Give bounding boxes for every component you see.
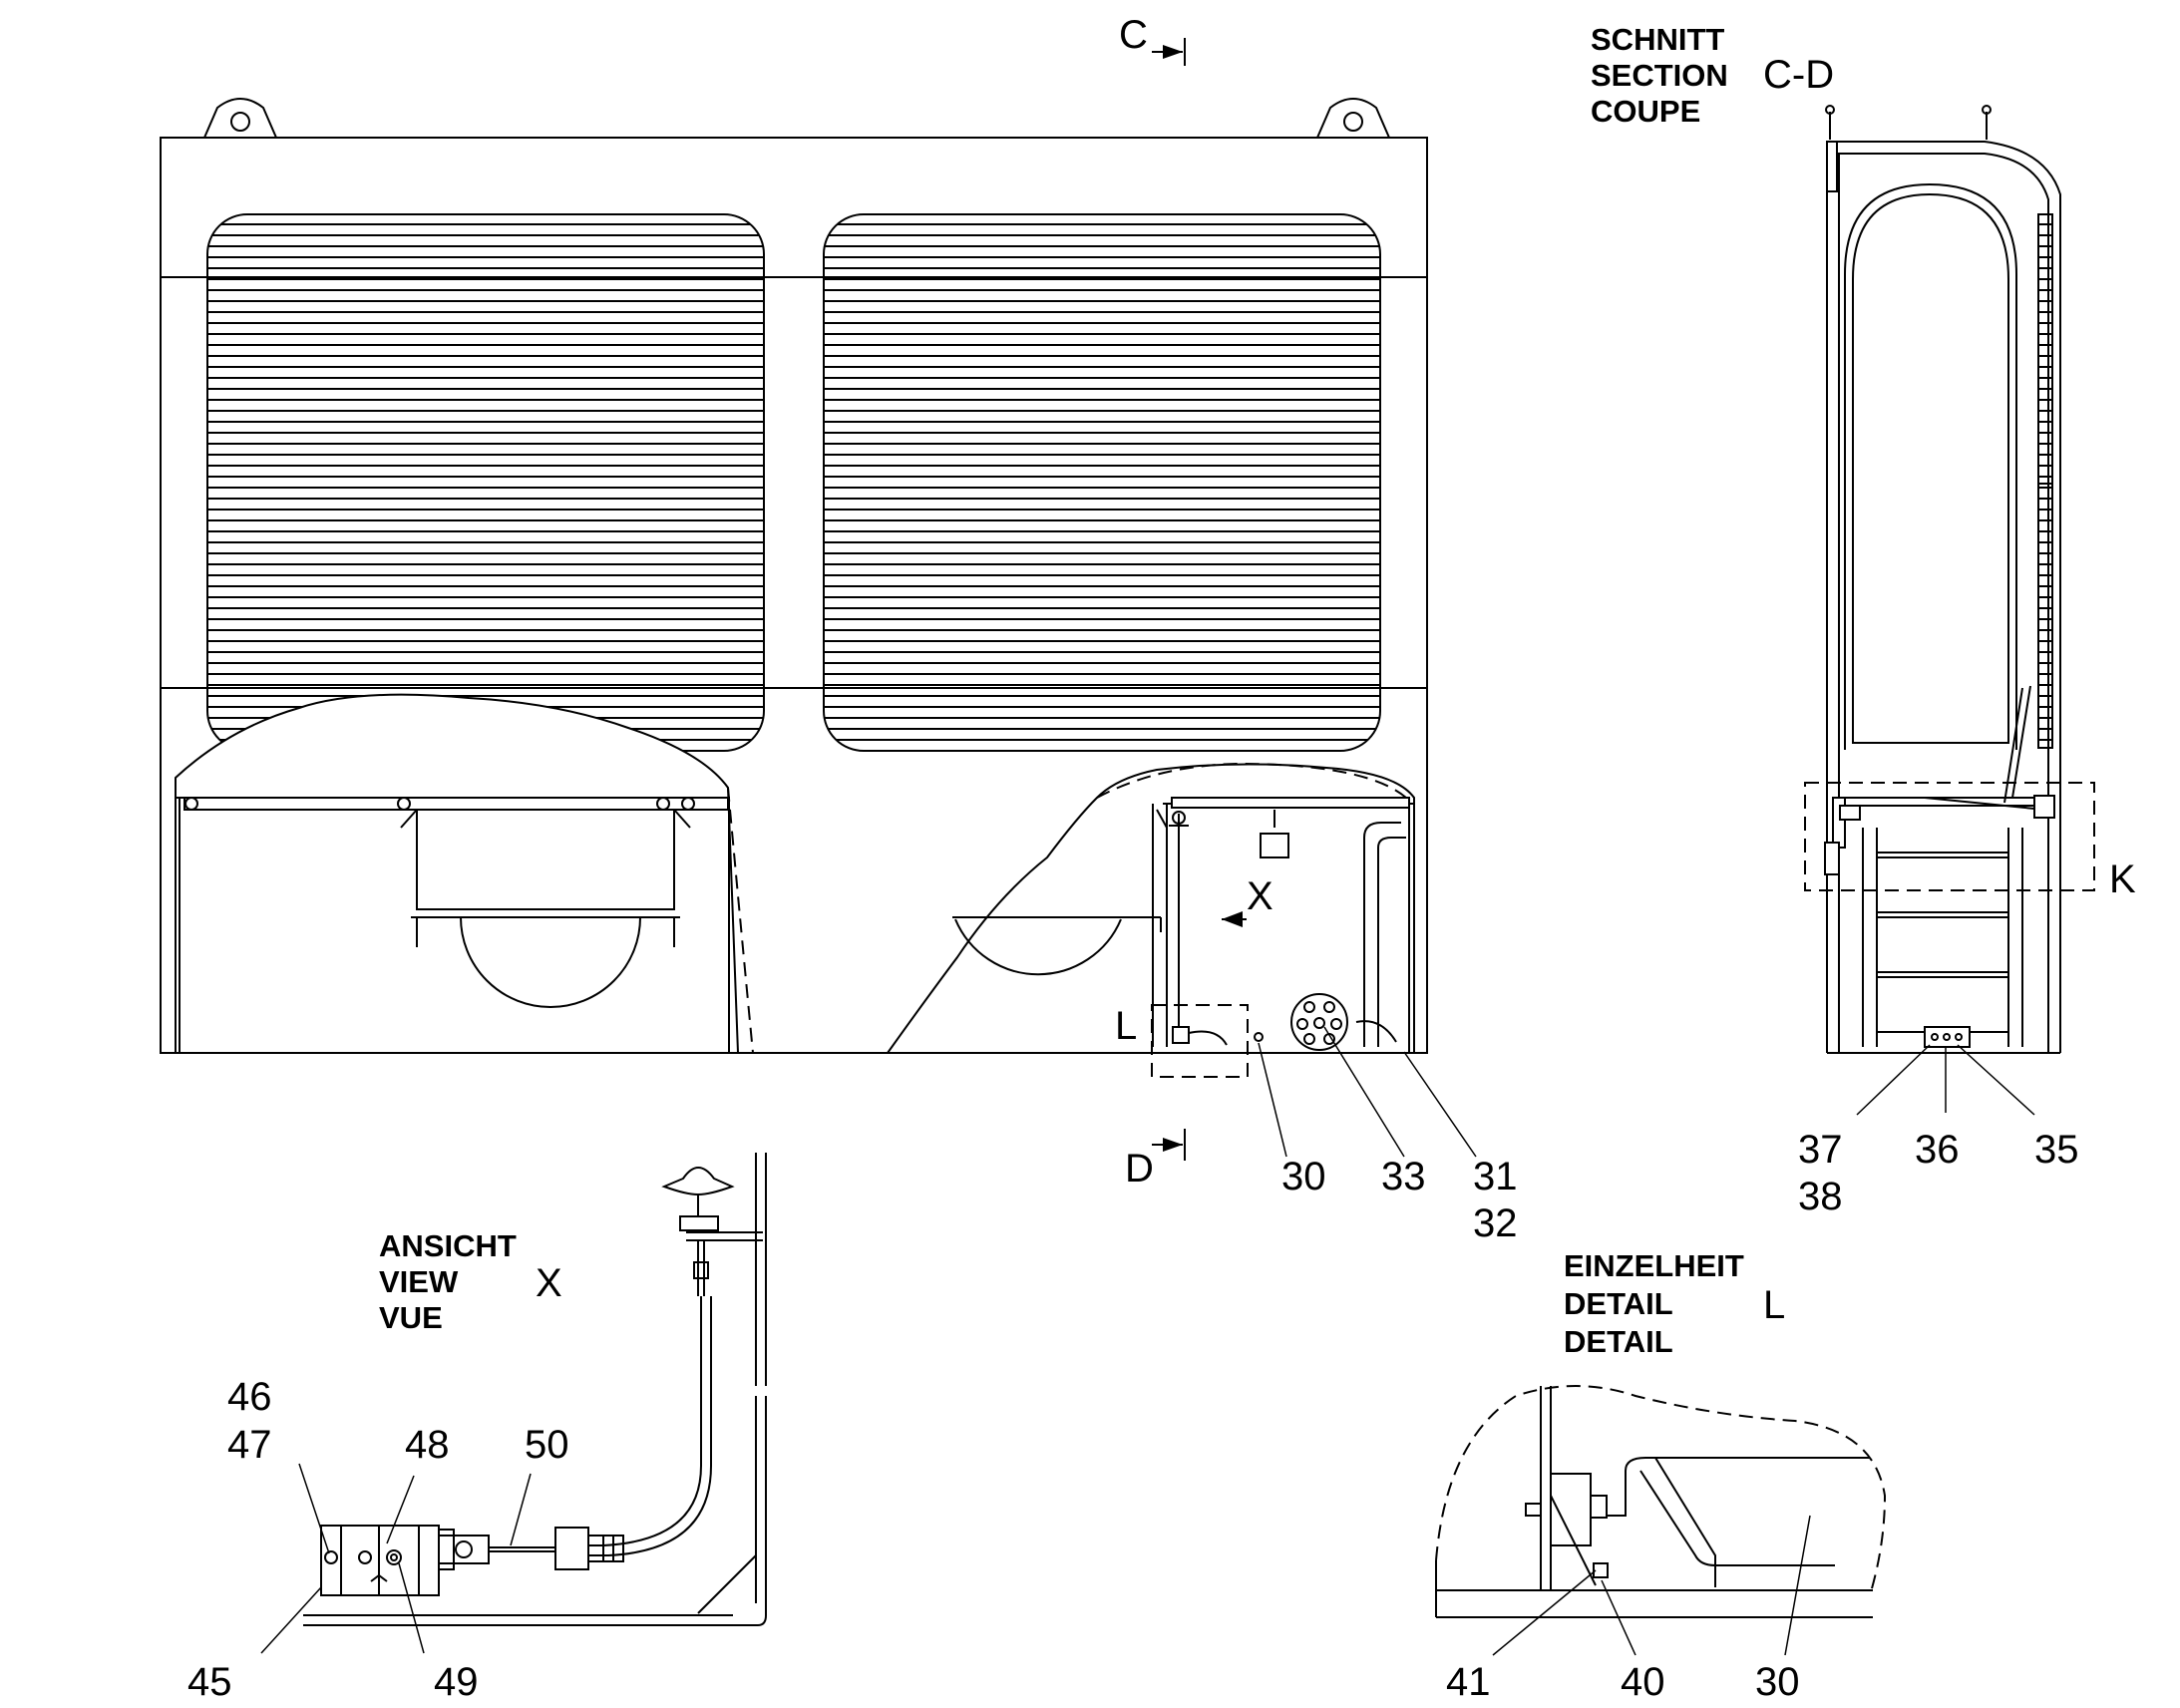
section-marker-c [1152,38,1186,66]
callout-37: 37 [1798,1128,1843,1172]
callout-45: 45 [187,1660,232,1704]
header-coupe: COUPE [1591,94,1700,129]
detail-id: L [1763,1283,1785,1327]
callout-48: 48 [405,1423,450,1467]
section-outline [1826,141,2061,1053]
callout-50: 50 [525,1423,569,1467]
view-id: X [536,1261,562,1305]
callout-36: 36 [1915,1128,1960,1172]
callout-41: 41 [1446,1660,1491,1704]
lifting-eye-left [202,98,278,139]
callout-33: 33 [1381,1155,1426,1198]
callout-35: 35 [2034,1128,2079,1172]
section-cd-header: SCHNITT SECTION COUPE C-D [1591,22,1834,129]
lifting-eye-right [1315,98,1391,139]
callout-46: 46 [227,1375,272,1419]
section-id: C-D [1763,53,1834,97]
marker-d: D [1125,1147,1154,1191]
callout-30-detail: 30 [1755,1660,1800,1704]
header-detail-1: DETAIL [1564,1286,1673,1321]
callout-31: 31 [1473,1155,1518,1198]
detail-l [1435,1385,1887,1656]
fan-motor-right [954,918,1122,976]
section-cd-view [1804,105,2095,1116]
detail-l-header: EINZELHEIT DETAIL DETAIL L [1564,1248,1785,1359]
callout-30: 30 [1281,1155,1326,1198]
detail-l-frame [1151,1004,1249,1078]
t-handle [661,1167,735,1196]
marker-c: C [1119,13,1148,57]
view-x-arrow [1222,911,1247,927]
valve-33 [1290,993,1348,1051]
callout-32: 32 [1473,1201,1518,1245]
header-ansicht: ANSICHT [379,1228,517,1263]
marker-l: L [1115,1004,1137,1048]
marker-x: X [1247,874,1273,918]
header-vue: VUE [379,1300,443,1335]
markers: C D X L K [1115,13,2136,1191]
detail-k-frame [1804,782,2095,891]
louver-panel-left [206,213,765,752]
callout-40: 40 [1621,1660,1665,1704]
handle-loop [1363,822,1401,1047]
fan-shroud-left [416,809,675,910]
housing-outline [160,137,1428,1054]
view-x-header: ANSICHT VIEW VUE X [379,1228,562,1335]
header-detail-2: DETAIL [1564,1324,1673,1359]
header-einzelheit: EINZELHEIT [1564,1248,1744,1283]
callout-38: 38 [1798,1175,1843,1218]
cutaway-left [175,693,754,1054]
header-section: SECTION [1591,58,1728,93]
callout-49: 49 [434,1660,479,1704]
marker-k: K [2109,857,2136,901]
louver-panel-right [823,213,1381,752]
callout-47: 47 [227,1423,272,1467]
header-schnitt: SCHNITT [1591,22,1724,57]
fan-motor-left [460,916,641,1008]
front-view [160,38,1477,1161]
view-x [260,1153,767,1654]
header-view: VIEW [379,1264,459,1299]
callouts: 30 33 31 32 37 38 36 35 46 47 48 50 45 4… [187,1128,2079,1704]
cable-fitting [554,1527,589,1570]
section-marker-d [1152,1129,1186,1161]
